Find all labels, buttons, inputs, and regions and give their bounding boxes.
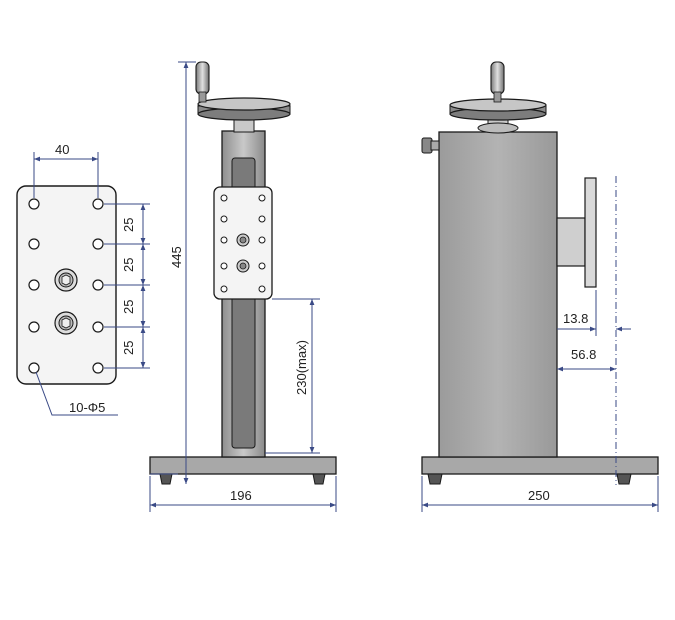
front-foot-right (312, 473, 326, 485)
hex-socket-upper (54, 268, 78, 292)
hole (28, 321, 40, 333)
side-bracket (556, 217, 586, 267)
dim-label-250: 250 (528, 488, 550, 503)
front-foot-left (159, 473, 173, 485)
plate-holes (28, 198, 104, 374)
side-foot-right (616, 473, 632, 485)
hole (28, 362, 40, 374)
dim-plate-width (33, 152, 99, 198)
dim-label-13-8: 13.8 (563, 311, 588, 326)
hole (92, 321, 104, 333)
side-crank-handle (490, 61, 505, 95)
side-body (438, 131, 558, 458)
dim-label-56-8: 56.8 (571, 347, 596, 362)
dim-label-pitch-3: 25 (121, 300, 136, 314)
hole (92, 198, 104, 210)
dim-label-pitch-2: 25 (121, 258, 136, 272)
front-base (149, 456, 337, 475)
dim-hole-pitch (104, 203, 150, 369)
side-base (421, 456, 659, 475)
dim-label-230max: 230(max) (294, 340, 309, 395)
dim-label-196: 196 (230, 488, 252, 503)
dim-label-pitch-1: 25 (121, 218, 136, 232)
dim-offset-small (557, 290, 631, 336)
dim-base-width-front (149, 476, 337, 512)
hole (92, 238, 104, 250)
mounting-plate-detail: 40 25 25 25 25 10-Φ5 (16, 142, 150, 416)
hole (28, 198, 40, 210)
hole (92, 362, 104, 374)
hole (28, 279, 40, 291)
hole (92, 279, 104, 291)
side-foot-left (427, 473, 443, 485)
front-crank-handle (195, 61, 210, 95)
dim-label-445: 445 (169, 246, 184, 268)
dim-base-width-side (421, 476, 659, 512)
dim-label-40: 40 (55, 142, 69, 157)
dim-label-holes: 10-Φ5 (69, 400, 105, 415)
side-flange-plate (584, 177, 597, 288)
dim-total-height (150, 61, 196, 484)
side-view: 13.8 56.8 250 (421, 61, 659, 512)
dim-travel-max (265, 298, 320, 454)
holes-leader-line (35, 371, 118, 416)
dim-label-pitch-4: 25 (121, 341, 136, 355)
hole (28, 238, 40, 250)
hex-socket-lower (54, 311, 78, 335)
front-view: 445 230(max) 196 (149, 61, 337, 512)
